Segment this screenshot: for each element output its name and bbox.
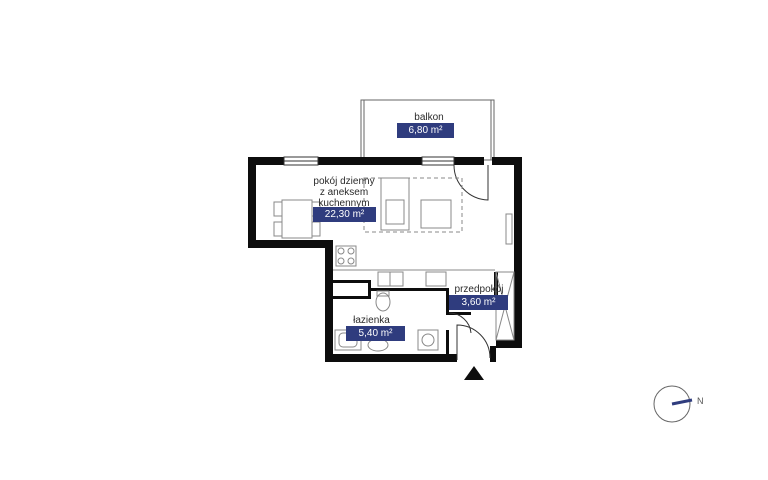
exterior-walls [248, 157, 522, 362]
room-name-hall: przedpokój [454, 284, 504, 295]
bathroom-fixtures [334, 290, 439, 352]
area-badge-hall: 3,60 m² [449, 295, 508, 310]
radiator [505, 213, 513, 245]
room-name-bathroom: łazienka [353, 315, 390, 326]
living-furniture [363, 177, 463, 233]
entrance-arrow [464, 366, 484, 380]
area-badge-balcony: 6,80 m² [397, 123, 454, 138]
area-badge-bathroom: 5,40 m² [346, 326, 405, 341]
compass [653, 385, 693, 423]
balcony-door [453, 164, 489, 201]
windows [283, 156, 455, 166]
compass-north-letter: N [697, 396, 704, 406]
entry-door [456, 324, 491, 360]
kitchen-counter [333, 245, 495, 287]
room-name-living: pokój dzienny z aneksem kuchennym [313, 176, 375, 209]
bathroom-door [448, 312, 472, 334]
area-badge-living: 22,30 m² [313, 207, 376, 222]
room-name-balcony: balkon [414, 112, 444, 123]
